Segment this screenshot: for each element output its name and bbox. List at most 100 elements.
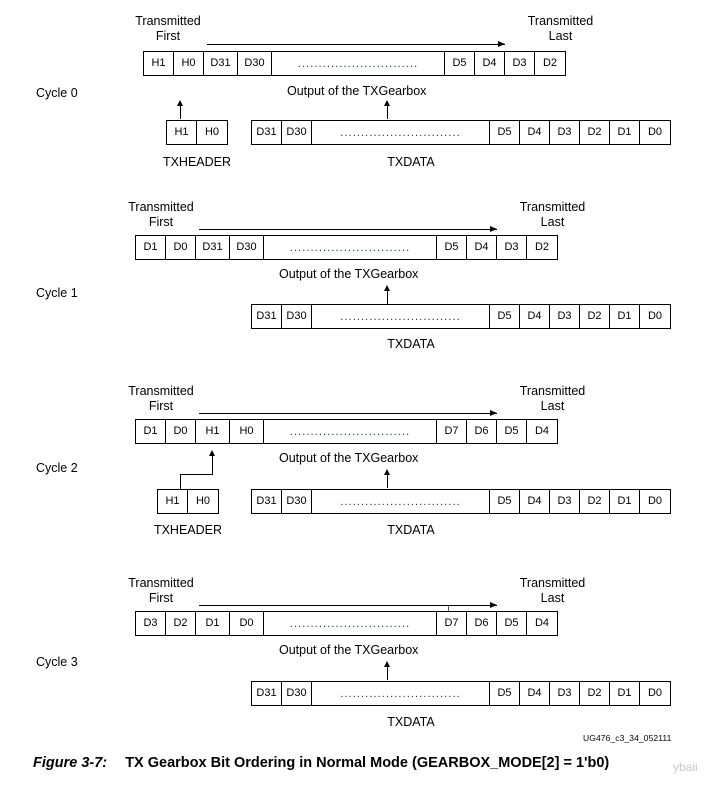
header-bracket-horizontal-2 [180, 474, 213, 475]
bit-cell: D30 [282, 682, 312, 705]
txdata-label-1: TXDATA [387, 337, 435, 351]
bit-cell: D5 [437, 236, 467, 259]
data-connector-line-2 [387, 474, 388, 488]
transmitted-first-line2: First [148, 399, 174, 413]
bit-cell: D1 [196, 612, 230, 635]
bit-cell: D4 [475, 52, 505, 75]
bit-cell: D30 [230, 236, 264, 259]
bit-cell: D4 [520, 490, 550, 513]
transmission-direction-line-2 [199, 413, 497, 414]
bit-cell: D31 [252, 305, 282, 328]
transmitted-first-line1: Transmitted [128, 384, 194, 398]
bit-cell-ellipsis: ............................. [312, 682, 490, 705]
data-connector-arrowhead-2 [384, 469, 390, 475]
txdata-label-2: TXDATA [387, 523, 435, 537]
txheader-row-2: H1 H0 [157, 489, 219, 514]
bit-cell: H1 [144, 52, 174, 75]
transmission-direction-arrowhead-0 [498, 40, 505, 47]
bit-cell-ellipsis: ............................. [264, 612, 437, 635]
gearbox-output-row-1: D1 D0 D31 D30 ..........................… [135, 235, 558, 260]
bit-cell: D1 [136, 420, 166, 443]
transmitted-last-line2: Last [540, 399, 565, 413]
bit-cell: D30 [238, 52, 272, 75]
bit-cell: H1 [158, 490, 188, 513]
ellipsis-dots: ............................. [297, 58, 419, 70]
transmitted-first-label-1: Transmitted First [116, 200, 206, 230]
bit-cell: H0 [195, 495, 211, 507]
bit-cell: D3 [136, 612, 166, 635]
bit-cell: D5 [490, 121, 520, 144]
bit-cell: H0 [204, 126, 220, 138]
bit-cell: D1 [610, 490, 640, 513]
ellipsis-dots: ............................. [289, 618, 411, 630]
bit-cell: D30 [282, 305, 312, 328]
bit-cell: D7 [437, 612, 467, 635]
bit-cell: D3 [550, 490, 580, 513]
ellipsis-dots: ............................. [340, 688, 461, 700]
bit-cell: D1 [610, 682, 640, 705]
bit-cell: D3 [550, 682, 580, 705]
bit-cell: D3 [550, 121, 580, 144]
bit-cell-ellipsis: ............................. [312, 490, 490, 513]
bit-cell: H1 [196, 420, 230, 443]
alignment-tick-3 [448, 606, 449, 613]
bit-cell: D4 [520, 682, 550, 705]
bit-cell: D4 [534, 425, 550, 437]
transmission-direction-line-1 [199, 229, 497, 230]
figure-caption-text: TX Gearbox Bit Ordering in Normal Mode (… [125, 755, 610, 771]
ellipsis-dots: ............................. [289, 426, 411, 438]
data-connector-arrowhead-1 [384, 285, 390, 291]
bit-cell: D31 [204, 52, 238, 75]
bit-cell: D3 [550, 305, 580, 328]
transmitted-first-label-2: Transmitted First [116, 384, 206, 414]
data-connector-arrowhead-3 [384, 661, 390, 667]
txdata-row-1: D31 D30 ............................. D5… [251, 304, 671, 329]
gearbox-output-label-0: Output of the TXGearbox [287, 84, 427, 98]
transmitted-first-label-0: Transmitted First [123, 14, 213, 44]
bit-cell: D0 [647, 126, 663, 138]
transmission-direction-arrowhead-3 [490, 601, 497, 608]
transmitted-last-line1: Transmitted [519, 576, 586, 590]
transmitted-first-label-3: Transmitted First [116, 576, 206, 606]
bit-cell: D2 [580, 490, 610, 513]
txheader-row-0: H1 H0 [166, 120, 228, 145]
bit-cell: D1 [610, 305, 640, 328]
cycle-label-2: Cycle 2 [36, 461, 78, 475]
bit-cell: D0 [166, 236, 196, 259]
bit-cell: D0 [647, 495, 663, 507]
transmitted-first-line2: First [155, 29, 181, 43]
bit-cell: D5 [490, 682, 520, 705]
bit-cell: D31 [252, 490, 282, 513]
cycle-label-3: Cycle 3 [36, 655, 78, 669]
bit-cell: D0 [230, 612, 264, 635]
header-bracket-vertical-right-2 [212, 455, 213, 475]
bit-cell: D4 [520, 121, 550, 144]
bit-cell: D31 [252, 682, 282, 705]
transmitted-last-label-1: Transmitted Last [505, 200, 600, 230]
bit-cell-ellipsis: ............................. [264, 236, 437, 259]
bit-cell: D0 [647, 687, 663, 699]
bit-cell: D4 [520, 305, 550, 328]
transmitted-first-line1: Transmitted [128, 200, 194, 214]
bit-cell-ellipsis: ............................. [312, 305, 490, 328]
bit-cell-ellipsis: ............................. [312, 121, 490, 144]
bit-cell: H1 [167, 121, 197, 144]
gearbox-output-row-0: H1 H0 D31 D30 ..........................… [143, 51, 566, 76]
bit-cell: H0 [230, 420, 264, 443]
data-connector-arrowhead-0 [384, 100, 390, 106]
bit-cell: D30 [282, 490, 312, 513]
data-connector-line-1 [387, 290, 388, 304]
transmitted-first-line2: First [148, 215, 174, 229]
bit-cell: D6 [467, 612, 497, 635]
bit-cell-ellipsis: ............................. [264, 420, 437, 443]
header-bracket-arrowhead-2 [209, 450, 215, 456]
page-watermark: ybaii [673, 760, 698, 774]
txdata-label-0: TXDATA [387, 155, 435, 169]
bit-cell: D5 [490, 490, 520, 513]
figure-caption-label: Figure 3-7: [33, 755, 108, 771]
bit-cell: D5 [497, 420, 527, 443]
bit-cell: D2 [580, 121, 610, 144]
txdata-row-0: D31 D30 ............................. D5… [251, 120, 671, 145]
txheader-label-0: TXHEADER [162, 155, 232, 169]
